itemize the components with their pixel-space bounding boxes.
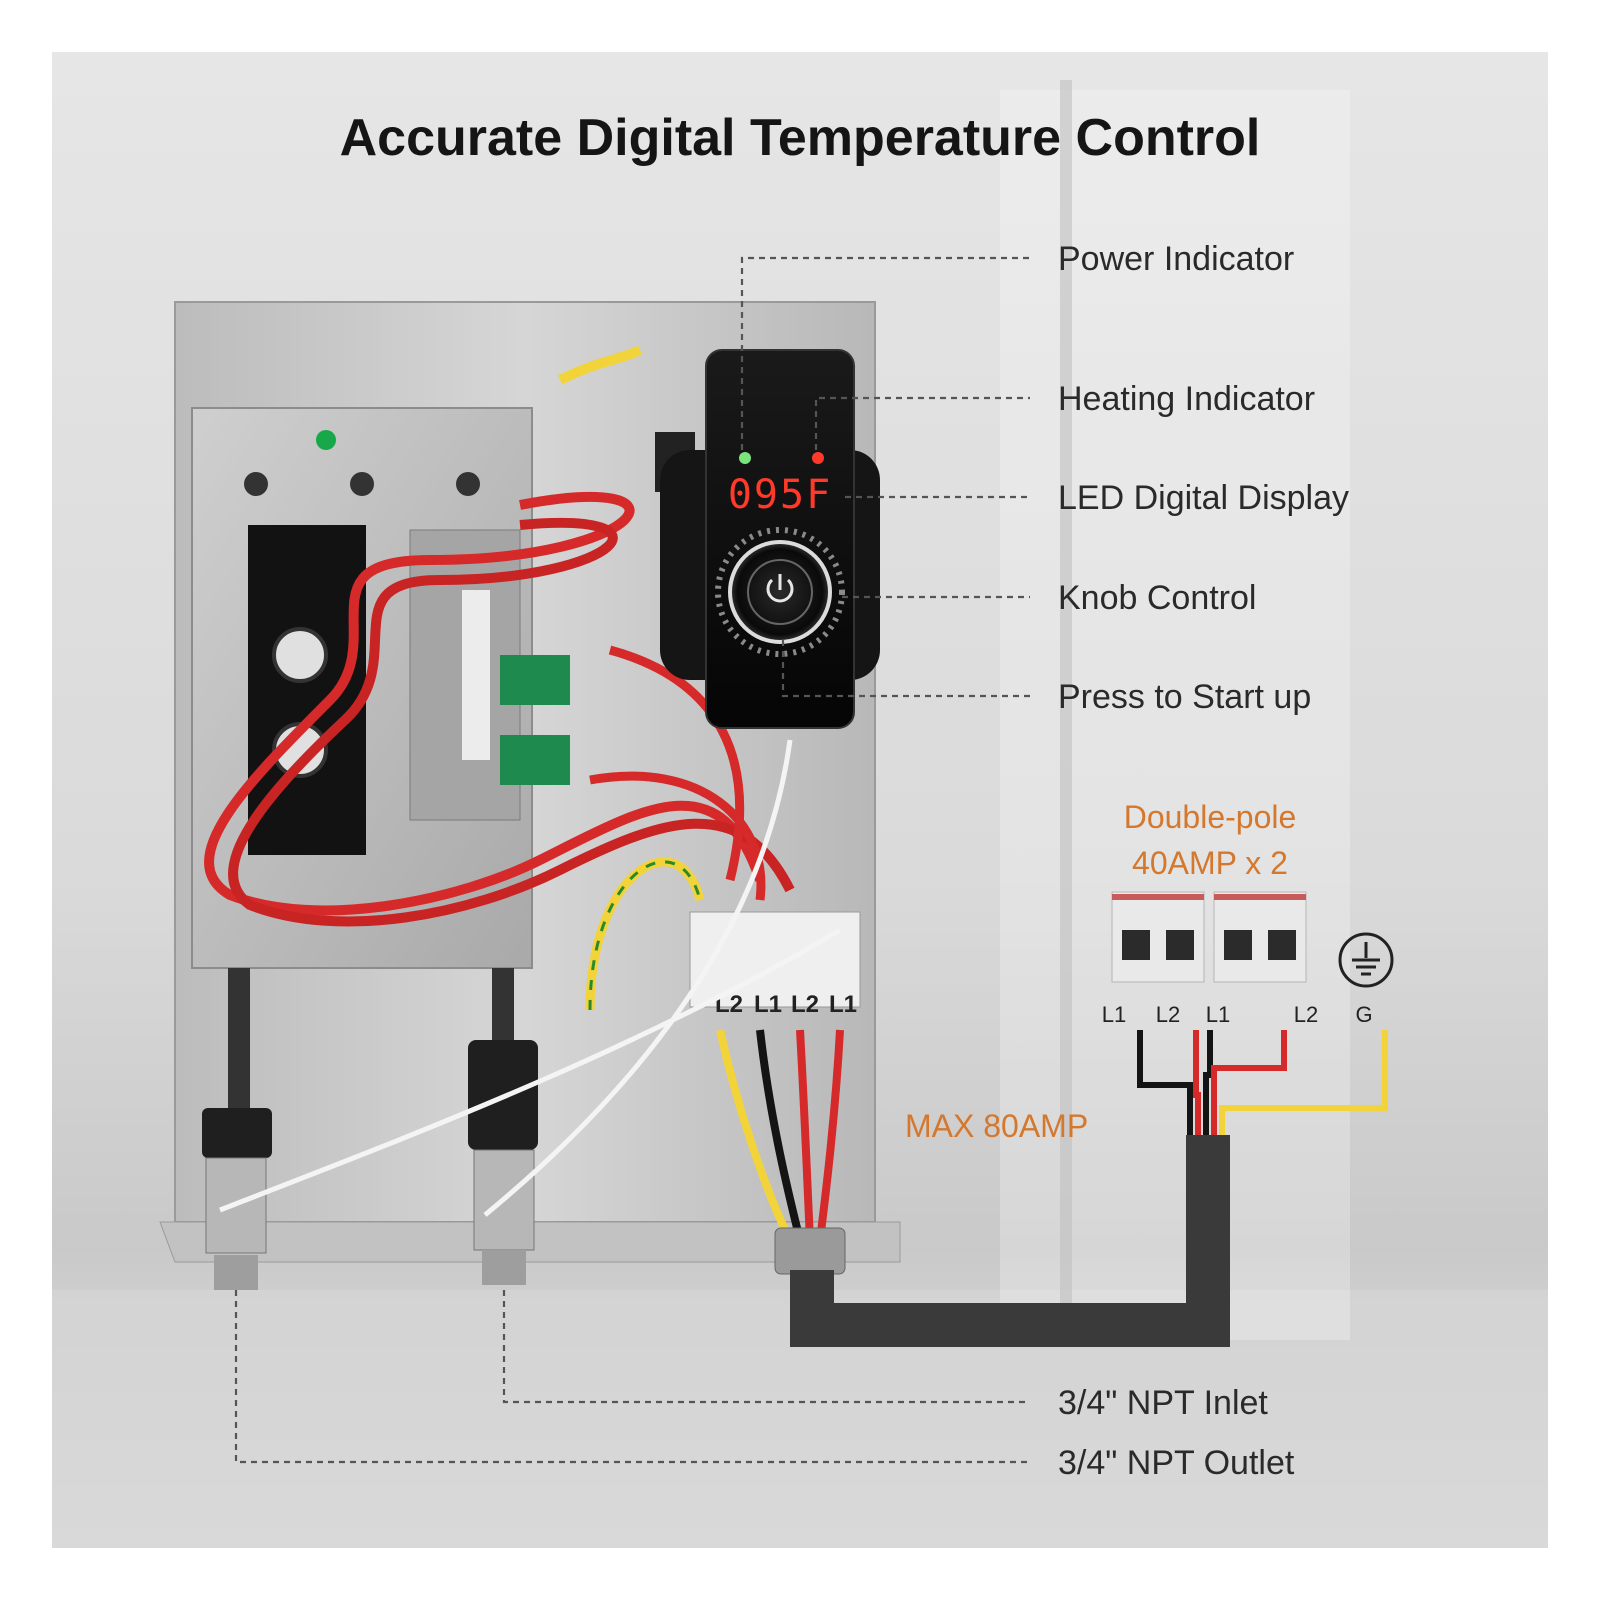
power-symbol-icon (766, 578, 794, 603)
callout-outlet: 3/4" NPT Outlet (1058, 1444, 1295, 1482)
heating-indicator-led (812, 452, 824, 464)
supply-wire-red (816, 1029, 844, 1241)
breaker-rating-label: 40AMP x 2 (1132, 845, 1288, 881)
leader-inlet (502, 1290, 1030, 1404)
background-window (1000, 90, 1350, 1340)
inlet-thread (482, 1250, 526, 1285)
breaker-switch (1122, 930, 1150, 960)
control-faceplate (705, 349, 855, 729)
red-wire (608, 645, 745, 882)
unit-terminal-label: L2 (791, 991, 819, 1018)
relay-label (462, 590, 490, 760)
supply-terminal-label: L1 (1206, 1002, 1230, 1027)
leader-press-start (781, 640, 1030, 698)
sensor-wire (483, 739, 793, 1217)
knob-inner-ring (747, 559, 813, 625)
wire-black-l1 (1137, 1030, 1193, 1135)
outlet-thread (214, 1255, 258, 1290)
max-amp-label: MAX 80AMP (905, 1108, 1088, 1144)
breaker-2 (1213, 891, 1307, 983)
callout-led-display: LED Digital Display (1058, 479, 1349, 517)
inlet-pipe (492, 968, 514, 1058)
callout-inlet: 3/4" NPT Inlet (1058, 1384, 1268, 1422)
background-shower-pipe (1060, 80, 1072, 1310)
red-wire (228, 517, 795, 927)
callout-press-start: Press to Start up (1058, 678, 1311, 716)
ground-wire-top (557, 345, 643, 385)
callout-knob-control: Knob Control (1058, 579, 1256, 617)
leader-outlet (234, 1290, 1030, 1464)
cable-gland (774, 1227, 846, 1275)
callout-heating-indicator: Heating Indicator (1058, 380, 1315, 418)
mounting-screw (350, 472, 374, 496)
supply-terminal-label: G (1355, 1002, 1372, 1027)
mounting-screw (244, 472, 268, 496)
unit-terminal-label: L1 (754, 991, 782, 1018)
wire-black-l1b (1203, 1030, 1213, 1135)
terminal-block (689, 911, 861, 1008)
supply-terminal-label: L2 (1156, 1002, 1180, 1027)
leader-power-indicator (740, 256, 1030, 450)
indicator-dot-green (316, 430, 336, 450)
ground-icon-ring (1338, 932, 1394, 988)
breaker-stripe (1112, 894, 1204, 900)
ground-icon (1338, 932, 1394, 988)
breaker-stripe (1214, 894, 1306, 900)
circuit-board-2 (500, 735, 570, 785)
supply-wiring (790, 1030, 1388, 1347)
sensor-wire (219, 927, 842, 1213)
supply-terminal-label: L2 (1294, 1002, 1318, 1027)
breaker-switch (1224, 930, 1252, 960)
supply-terminal-label: L1 (1102, 1002, 1126, 1027)
thermal-cutoff-1 (272, 627, 328, 683)
wire-red-l2b (1211, 1030, 1287, 1135)
breaker-switch (1268, 930, 1296, 960)
circuit-board-1 (500, 655, 570, 705)
red-wire (589, 771, 766, 901)
outlet-pipe (228, 968, 250, 1108)
supply-wire-ground (716, 1029, 794, 1242)
ground-wire-stripe (588, 860, 702, 1011)
supply-wire-red (796, 1029, 814, 1241)
wire-yellow-ground (1219, 1030, 1388, 1135)
supply-wire-black (756, 1029, 804, 1241)
breaker-switch (1166, 930, 1194, 960)
knob-scale-ring (715, 527, 845, 657)
red-wire (204, 491, 765, 916)
page-title: Accurate Digital Temperature Control (340, 109, 1261, 167)
breaker-type-label: Double-pole (1124, 799, 1297, 835)
temperature-knob[interactable] (728, 540, 832, 644)
led-digital-display: 095F (728, 472, 832, 518)
supply-cable (790, 1135, 1230, 1347)
mounting-screw (456, 472, 480, 496)
wire-red-l2 (1193, 1030, 1201, 1135)
callout-leaders (234, 256, 1030, 1464)
power-indicator-led (739, 452, 751, 464)
breaker-1 (1111, 891, 1205, 983)
outlet-nut (202, 1108, 272, 1158)
callout-power-indicator: Power Indicator (1058, 240, 1294, 278)
unit-terminal-label: L1 (829, 991, 857, 1018)
